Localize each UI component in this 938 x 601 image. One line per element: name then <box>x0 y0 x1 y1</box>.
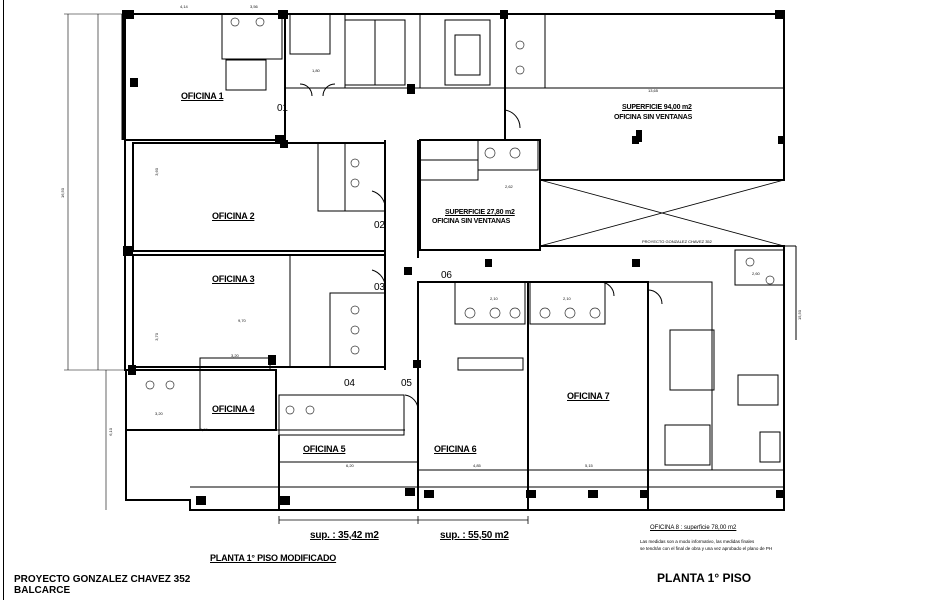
dim-o5-width: 6,20 <box>346 463 354 468</box>
plan-watermark-project: PROYECTO GONZALEZ CHAVEZ 352 <box>642 239 712 244</box>
page-border <box>3 0 935 600</box>
room-label-oficina-4: OFICINA 4 <box>212 404 255 414</box>
oficina-8-surface: OFICINA 8 : superficie 78,00 m2 <box>650 525 737 531</box>
dim-o7-width: 5,15 <box>585 463 593 468</box>
room-label-oficina-2: OFICINA 2 <box>212 211 255 221</box>
dim-o4-width: 6,99 <box>200 427 208 432</box>
room-label-superficie-94: SUPERFICIE 94,00 m2 <box>622 104 692 111</box>
note-line-1: Las medidas son a modo informativo, las … <box>640 539 755 544</box>
project-city: BALCARCE <box>14 585 71 596</box>
dim-top-b: 3,56 <box>250 4 258 9</box>
project-name: PROYECTO GONZALEZ CHAVEZ 352 <box>14 574 191 585</box>
unit-number-03: 03 <box>374 282 385 293</box>
surface-oficina-6: sup. : 55,50 m2 <box>440 530 509 541</box>
plan-floor-title: PLANTA 1° PISO <box>657 571 752 585</box>
room-label-sin-ventanas-94: OFICINA SIN VENTANAS <box>614 114 693 121</box>
dim-rt2: 2,60 <box>752 271 760 276</box>
room-label-oficina-6: OFICINA 6 <box>434 444 477 454</box>
unit-number-06: 06 <box>441 270 452 281</box>
dim-o3-width: 9,70 <box>238 318 246 323</box>
unit-number-01: 01 <box>277 103 288 114</box>
dim-bath-a: 2,10 <box>490 296 498 301</box>
unit-number-04: 04 <box>344 378 355 389</box>
dim-small-a: 2,62 <box>505 184 513 189</box>
dim-o6-width: 4,85 <box>473 463 481 468</box>
dim-span-a: 13,65 <box>648 88 659 93</box>
dim-bath-b: 2,10 <box>563 296 571 301</box>
dim-corridor: 1,80 <box>312 68 320 73</box>
plan-modified-title: PLANTA 1° PISO MODIFICADO <box>210 553 337 563</box>
dim-top-a: 4,14 <box>180 4 188 9</box>
room-label-sin-ventanas-27: OFICINA SIN VENTANAS <box>432 218 511 225</box>
room-label-oficina-1: OFICINA 1 <box>181 91 224 101</box>
unit-number-05: 05 <box>401 378 412 389</box>
note-line-2: se tendrán con el final de obra y una ve… <box>640 546 773 551</box>
dim-o4-small: 3,20 <box>155 411 163 416</box>
surface-oficina-5: sup. : 35,42 m2 <box>310 530 379 541</box>
room-label-superficie-27: SUPERFICIE 27,80 m2 <box>445 209 515 216</box>
room-label-oficina-5: OFICINA 5 <box>303 444 346 454</box>
room-label-oficina-3: OFICINA 3 <box>212 274 255 284</box>
room-label-oficina-7: OFICINA 7 <box>567 391 610 401</box>
unit-number-02: 02 <box>374 220 385 231</box>
dim-kitchen: 3,20 <box>231 353 239 358</box>
